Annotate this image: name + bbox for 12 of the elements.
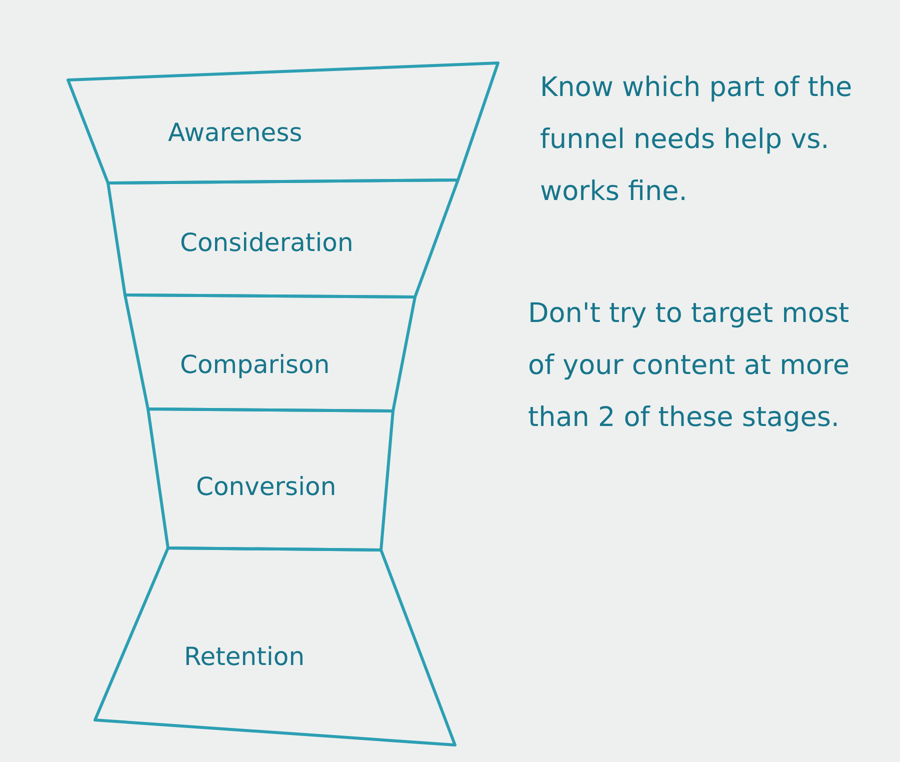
funnel-band	[146, 407, 395, 552]
funnel-band	[106, 178, 460, 299]
stage-label: Consideration	[180, 228, 354, 258]
note-text: Know which part of the funnel needs help vs. works fine.	[540, 71, 854, 209]
stage-label: Retention	[184, 642, 305, 672]
stage-label: Comparison	[180, 350, 330, 380]
stage-label: Conversion	[196, 472, 336, 502]
funnel-band	[93, 546, 457, 747]
stage-label: Awareness	[168, 118, 302, 148]
note-text: Don't try to target most of your content at more than 2 of these stages.	[528, 297, 851, 435]
funnel-band	[123, 293, 417, 413]
funnel-band	[66, 61, 500, 185]
